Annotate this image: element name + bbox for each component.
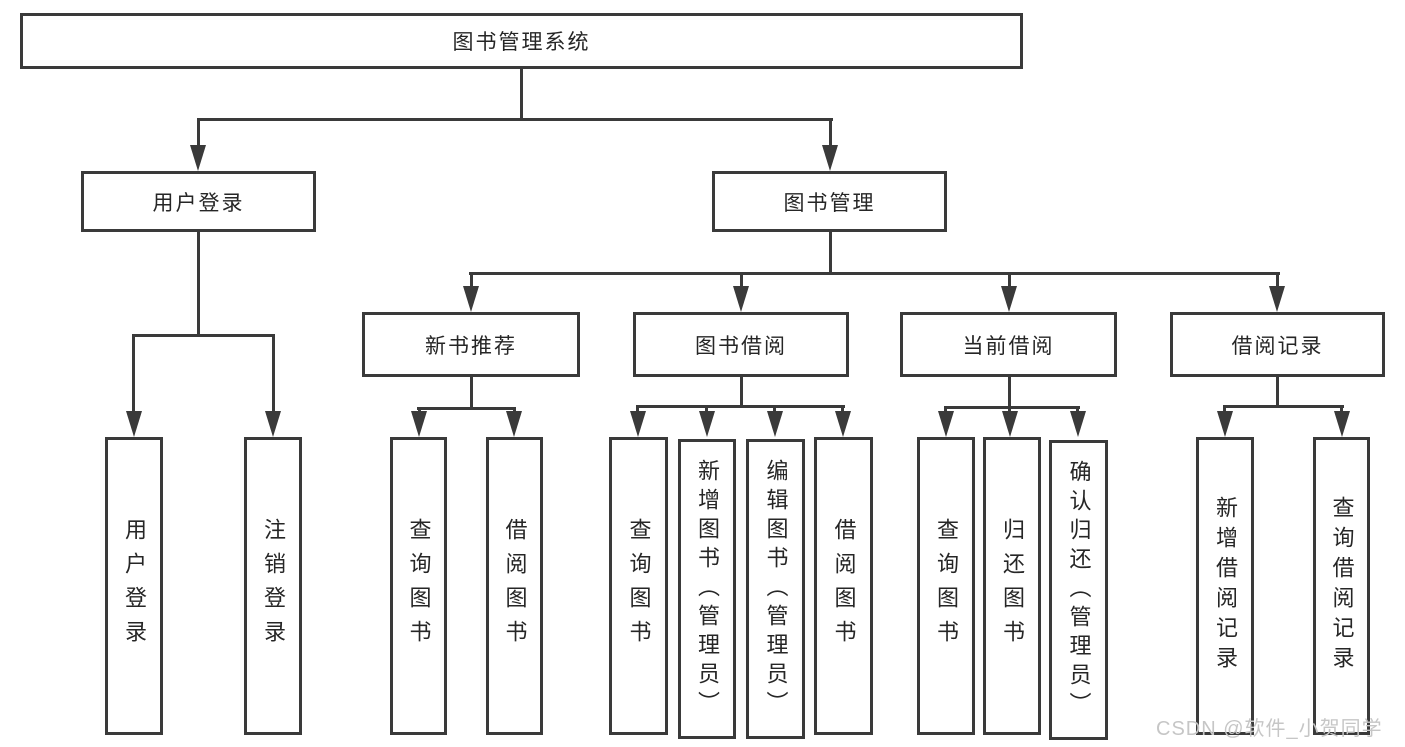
connector-records-rail [1223,405,1344,408]
arrow-down-icon [411,411,427,437]
leaf-logout-label: 注销登录 [261,518,286,654]
connector-current-stem [1008,377,1011,408]
connector-management-stem [829,232,832,274]
leaf-add-book-admin: 新增图书（管理员） [678,439,736,739]
node-borrow-records: 借阅记录 [1170,312,1385,377]
connector-drop-management [829,118,832,148]
leaf-edit-book-admin-label: 编辑图书（管理员） [763,458,789,720]
arrow-down-icon [767,411,783,437]
node-library-system: 图书管理系统 [20,13,1023,69]
connector-borrow-drop4 [841,405,844,413]
leaf-user-login-label: 用户登录 [122,518,147,654]
connector-current-drop3 [1076,406,1079,413]
leaf-confirm-return-admin: 确认归还（管理员） [1049,440,1108,740]
arrow-down-icon [733,286,749,312]
node-new-book-recommend-label: 新书推荐 [425,334,517,358]
node-new-book-recommend: 新书推荐 [362,312,580,377]
leaf-newbook-borrow-books-label: 借阅图书 [502,518,528,654]
node-book-borrow-label: 图书借阅 [695,334,787,358]
connector-user-rail [132,334,275,337]
leaf-borrow-query-books-label: 查询图书 [626,518,652,654]
connector-records-drop2 [1340,405,1343,413]
csdn-watermark: CSDN @软件_小贺同学 [1156,718,1383,740]
node-book-management-label: 图书管理 [783,191,876,215]
arrow-down-icon [1269,286,1285,312]
arrow-down-icon [699,411,715,437]
connector-drop-borrow-records [1276,272,1279,290]
arrow-down-icon [1002,411,1018,437]
node-library-system-label: 图书管理系统 [452,31,591,54]
leaf-return-books: 归还图书 [983,437,1041,735]
connector-borrow-drop2 [705,405,708,413]
leaf-borrow-borrow-books-label: 借阅图书 [831,518,857,654]
node-book-borrow: 图书借阅 [633,312,849,377]
leaf-borrow-query-books: 查询图书 [609,437,668,735]
connector-borrow-stem [740,377,743,407]
arrow-down-icon [1070,411,1086,437]
leaf-borrow-borrow-books: 借阅图书 [814,437,873,735]
arrow-down-icon [1217,411,1233,437]
connector-records-drop1 [1223,405,1226,413]
leaf-edit-book-admin: 编辑图书（管理员） [746,439,805,739]
leaf-query-borrow-record: 查询借阅记录 [1313,437,1370,735]
node-current-borrow-label: 当前借阅 [962,334,1055,358]
node-current-borrow: 当前借阅 [900,312,1117,377]
arrow-down-icon [126,411,142,437]
leaf-newbook-borrow-books: 借阅图书 [486,437,543,735]
arrow-down-icon [1334,411,1350,437]
node-user-login-label: 用户登录 [152,191,245,215]
arrow-down-icon [463,286,479,312]
arrow-down-icon [938,411,954,437]
connector-newbook-stem [470,377,473,409]
node-user-login: 用户登录 [81,171,316,232]
connector-user-stem [197,232,200,336]
node-borrow-records-label: 借阅记录 [1231,334,1324,358]
leaf-add-borrow-record: 新增借阅记录 [1196,437,1254,735]
leaf-current-query-books-label: 查询图书 [934,518,959,654]
leaf-return-books-label: 归还图书 [1000,518,1025,654]
leaf-current-query-books: 查询图书 [917,437,975,735]
connector-drop-login-leaf [132,334,135,414]
leaf-logout: 注销登录 [244,437,302,735]
arrow-down-icon [630,411,646,437]
arrow-down-icon [835,411,851,437]
connector-records-stem [1276,377,1279,407]
leaf-confirm-return-admin-label: 确认归还（管理员） [1066,459,1092,721]
connector-borrow-drop3 [773,405,776,413]
arrow-down-icon [822,145,838,171]
arrow-down-icon [506,411,522,437]
arrow-down-icon [265,411,281,437]
leaf-query-borrow-record-label: 查询借阅记录 [1329,496,1355,676]
connector-root-rail [197,118,833,121]
leaf-add-book-admin-label: 新增图书（管理员） [695,458,720,720]
connector-borrow-rail [636,405,845,408]
leaf-user-login: 用户登录 [105,437,163,735]
connector-newbook-rail [417,407,516,410]
connector-root-stem [520,69,523,119]
arrow-down-icon [1001,286,1017,312]
connector-drop-current-borrow [1008,272,1011,290]
leaf-add-borrow-record-label: 新增借阅记录 [1213,496,1238,676]
connector-management-rail [469,272,1280,275]
connector-drop-logout-leaf [272,334,275,414]
connector-drop-book-borrow [740,272,743,290]
connector-drop-user [197,118,200,148]
connector-borrow-drop1 [636,405,639,413]
arrow-down-icon [190,145,206,171]
leaf-newbook-query-books-label: 查询图书 [406,518,432,654]
node-book-management: 图书管理 [712,171,947,232]
connector-current-drop2 [1008,406,1011,413]
leaf-newbook-query-books: 查询图书 [390,437,447,735]
connector-current-drop1 [944,406,947,413]
connector-drop-new-book [470,272,473,290]
connector-current-rail [944,406,1080,409]
